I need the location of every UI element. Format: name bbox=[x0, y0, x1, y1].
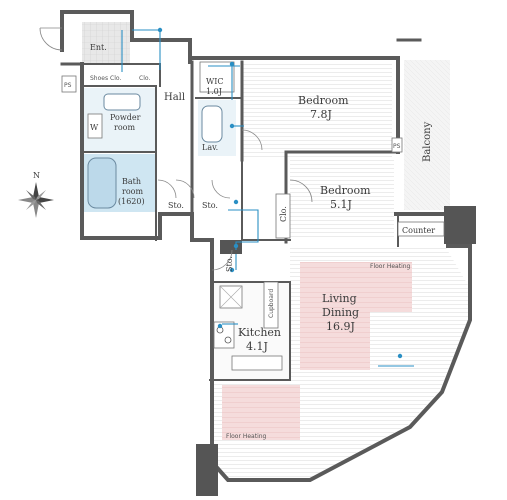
label-lavatory: Lav. bbox=[202, 143, 218, 152]
label-balcony: Balcony bbox=[422, 121, 433, 162]
column-right bbox=[444, 206, 476, 244]
label-counter: Counter bbox=[402, 226, 435, 235]
fixtures bbox=[61, 61, 445, 371]
balcony-floor bbox=[404, 60, 450, 210]
label-cupboard: Cupboard bbox=[268, 289, 275, 318]
conduit-lines bbox=[121, 29, 414, 367]
label-bedroom-a-size: 7.8J bbox=[310, 108, 332, 121]
label-shoes-closet: Shoes Clo. bbox=[90, 75, 121, 82]
label-ps-right: PS bbox=[393, 143, 401, 150]
bedroom-a-floor bbox=[242, 62, 392, 157]
label-powder-2: room bbox=[114, 123, 135, 132]
label-kitchen-size: 4.1J bbox=[246, 340, 268, 353]
label-living-3: 16.9J bbox=[326, 320, 355, 333]
label-wic-2: 1.0J bbox=[206, 87, 222, 96]
door-swings bbox=[39, 27, 313, 271]
floor-heating-zone-bottom bbox=[222, 385, 300, 440]
floor-heating-zone-top bbox=[300, 262, 412, 312]
label-bedroom-b-size: 5.1J bbox=[330, 198, 352, 211]
column-bottom-left bbox=[196, 444, 218, 496]
bedroom-b-floor bbox=[290, 158, 394, 238]
label-ps-left: PS bbox=[64, 82, 72, 89]
label-storage-2: Sto. bbox=[202, 201, 218, 210]
label-hall: Hall bbox=[164, 92, 185, 103]
label-closet-small: Clo. bbox=[139, 75, 150, 82]
label-closet-bedroom: Clo. bbox=[279, 206, 288, 222]
label-living-2: Dining bbox=[322, 306, 359, 319]
label-bedroom-a-name: Bedroom bbox=[298, 94, 349, 107]
label-kitchen-name: Kitchen bbox=[238, 326, 281, 339]
compass-rose bbox=[18, 182, 54, 218]
label-storage-3: Sto. bbox=[225, 256, 234, 272]
label-bath-2: room bbox=[122, 187, 143, 196]
conduit-nodes bbox=[157, 27, 403, 359]
label-living-1: Living bbox=[322, 292, 357, 305]
label-bath-3: (1620) bbox=[118, 197, 145, 206]
compass-north-label: N bbox=[33, 171, 40, 180]
label-powder-1: Powder bbox=[110, 113, 141, 122]
label-washer: W bbox=[90, 123, 99, 132]
label-bath-1: Bath bbox=[122, 177, 141, 186]
label-floor-heating-top: Floor Heating bbox=[370, 263, 411, 270]
label-storage-1: Sto. bbox=[168, 201, 184, 210]
label-floor-heating-bottom: Floor Heating bbox=[226, 433, 267, 440]
label-bedroom-b-name: Bedroom bbox=[320, 184, 371, 197]
floor-heating-zone-mid bbox=[300, 312, 370, 370]
label-entrance: Ent. bbox=[90, 43, 107, 52]
label-wic-1: WIC bbox=[206, 77, 224, 86]
